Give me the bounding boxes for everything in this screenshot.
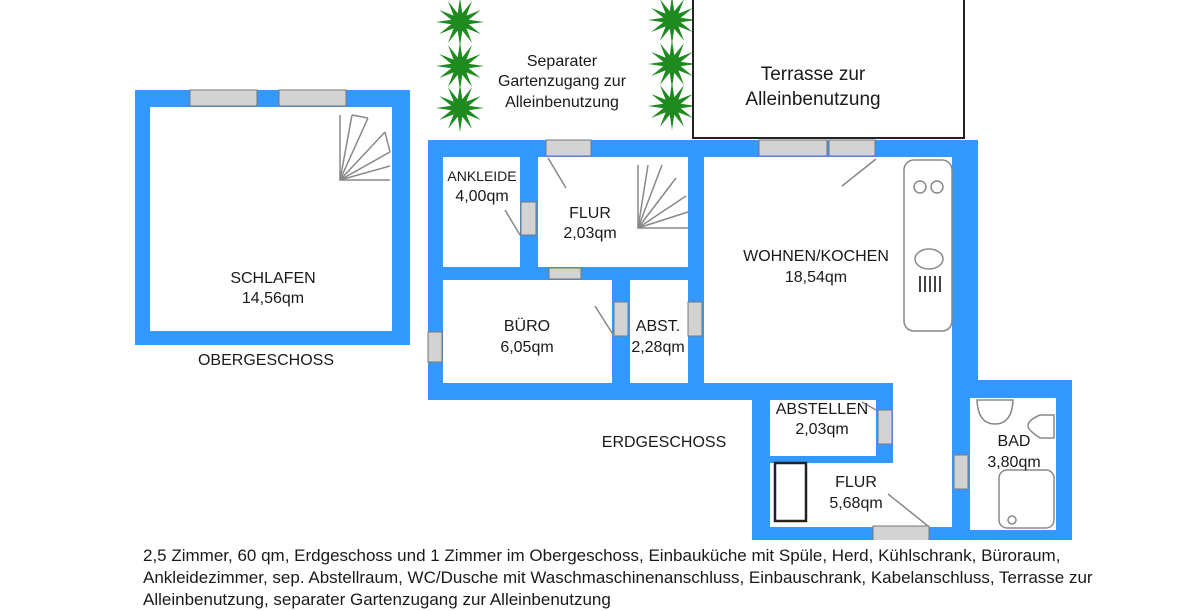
stove-icon <box>913 180 927 194</box>
sink-icon <box>914 248 944 270</box>
room-name: ANKLEIDE <box>447 168 516 184</box>
window <box>872 525 930 540</box>
upper-floor <box>135 89 410 345</box>
garden-plants <box>436 0 696 132</box>
room-name: SCHLAFEN <box>230 270 315 287</box>
toilet-icon <box>1027 414 1055 439</box>
door-swing <box>504 209 521 236</box>
room-flur-upper <box>538 157 688 267</box>
room-schlafen <box>150 107 392 331</box>
room-name: WOHNEN/KOCHEN <box>743 248 889 265</box>
window <box>828 139 876 157</box>
room-name: BAD <box>998 433 1031 450</box>
room-area: 2,03qm <box>563 225 616 242</box>
room-area: 6,05qm <box>500 339 553 356</box>
door-frame <box>613 301 629 337</box>
room-name: ABSTELLEN <box>776 401 868 418</box>
window <box>545 139 592 157</box>
door-swing <box>547 157 567 189</box>
window <box>427 331 443 363</box>
floor-plan: Separater Gartenzugang zur Alleinbenutzu… <box>135 0 1072 540</box>
plant-icon <box>648 0 696 44</box>
room-area: 5,68qm <box>829 495 882 512</box>
room-area: 2,03qm <box>795 421 848 438</box>
room-abstellen <box>770 400 876 456</box>
room-ankleide <box>443 157 520 267</box>
room-area: 18,54qm <box>785 269 847 286</box>
washbasin-icon <box>976 399 1014 425</box>
room-area: 2,28qm <box>631 339 684 356</box>
door-swing <box>841 158 877 187</box>
door-frame <box>877 409 893 445</box>
door-frame <box>953 454 969 490</box>
room-name: BÜRO <box>504 317 550 335</box>
room-area: 3,80qm <box>987 454 1040 471</box>
plant-icon <box>648 82 696 130</box>
ground-floor-label: ERDGESCHOSS <box>602 434 726 451</box>
window <box>758 139 828 157</box>
cabinet-icon <box>773 461 808 523</box>
room-flur-connector <box>893 383 952 465</box>
window <box>278 89 347 107</box>
plant-icon <box>436 0 484 46</box>
drain-icon <box>919 276 941 292</box>
terrace-label-line-2: Alleinbenutzung <box>745 89 880 110</box>
plant-icon <box>436 42 484 90</box>
garden-access-label-line-3: Alleinbenutzung <box>505 94 619 111</box>
room-name: FLUR <box>569 205 611 222</box>
ground-floor <box>427 139 1072 540</box>
shower-icon <box>998 469 1055 529</box>
room-area: 14,56qm <box>242 290 304 307</box>
terrace-label-line-1: Terrasse zur <box>761 64 866 85</box>
staircase-icon <box>637 164 689 229</box>
door-frame <box>548 267 582 280</box>
terrace-area <box>692 0 965 139</box>
kitchen-counter <box>903 159 953 332</box>
stove-icon <box>930 180 944 194</box>
room-buero <box>443 280 612 383</box>
upper-floor-label: OBERGESCHOSS <box>198 352 334 369</box>
bath-fixtures <box>976 399 1055 529</box>
garden-access-label-line-2: Gartenzugang zur <box>498 73 627 90</box>
plant-icon <box>648 40 696 88</box>
staircase-icon <box>339 114 391 181</box>
door-frame <box>687 301 703 337</box>
door-frame <box>520 201 537 236</box>
window <box>189 89 258 107</box>
room-area: 4,00qm <box>455 188 508 205</box>
door-swing <box>594 305 615 337</box>
door-swing <box>861 401 877 411</box>
room-name: ABST. <box>636 318 680 335</box>
room-name: FLUR <box>835 474 877 491</box>
door-swing <box>887 493 929 527</box>
listing-description: 2,5 Zimmer, 60 qm, Erdgeschoss und 1 Zim… <box>143 546 1093 609</box>
plant-icon <box>436 84 484 132</box>
shower-drain-icon <box>1007 515 1017 525</box>
garden-access-label-line-1: Separater <box>527 53 598 70</box>
room-abst <box>630 280 688 383</box>
